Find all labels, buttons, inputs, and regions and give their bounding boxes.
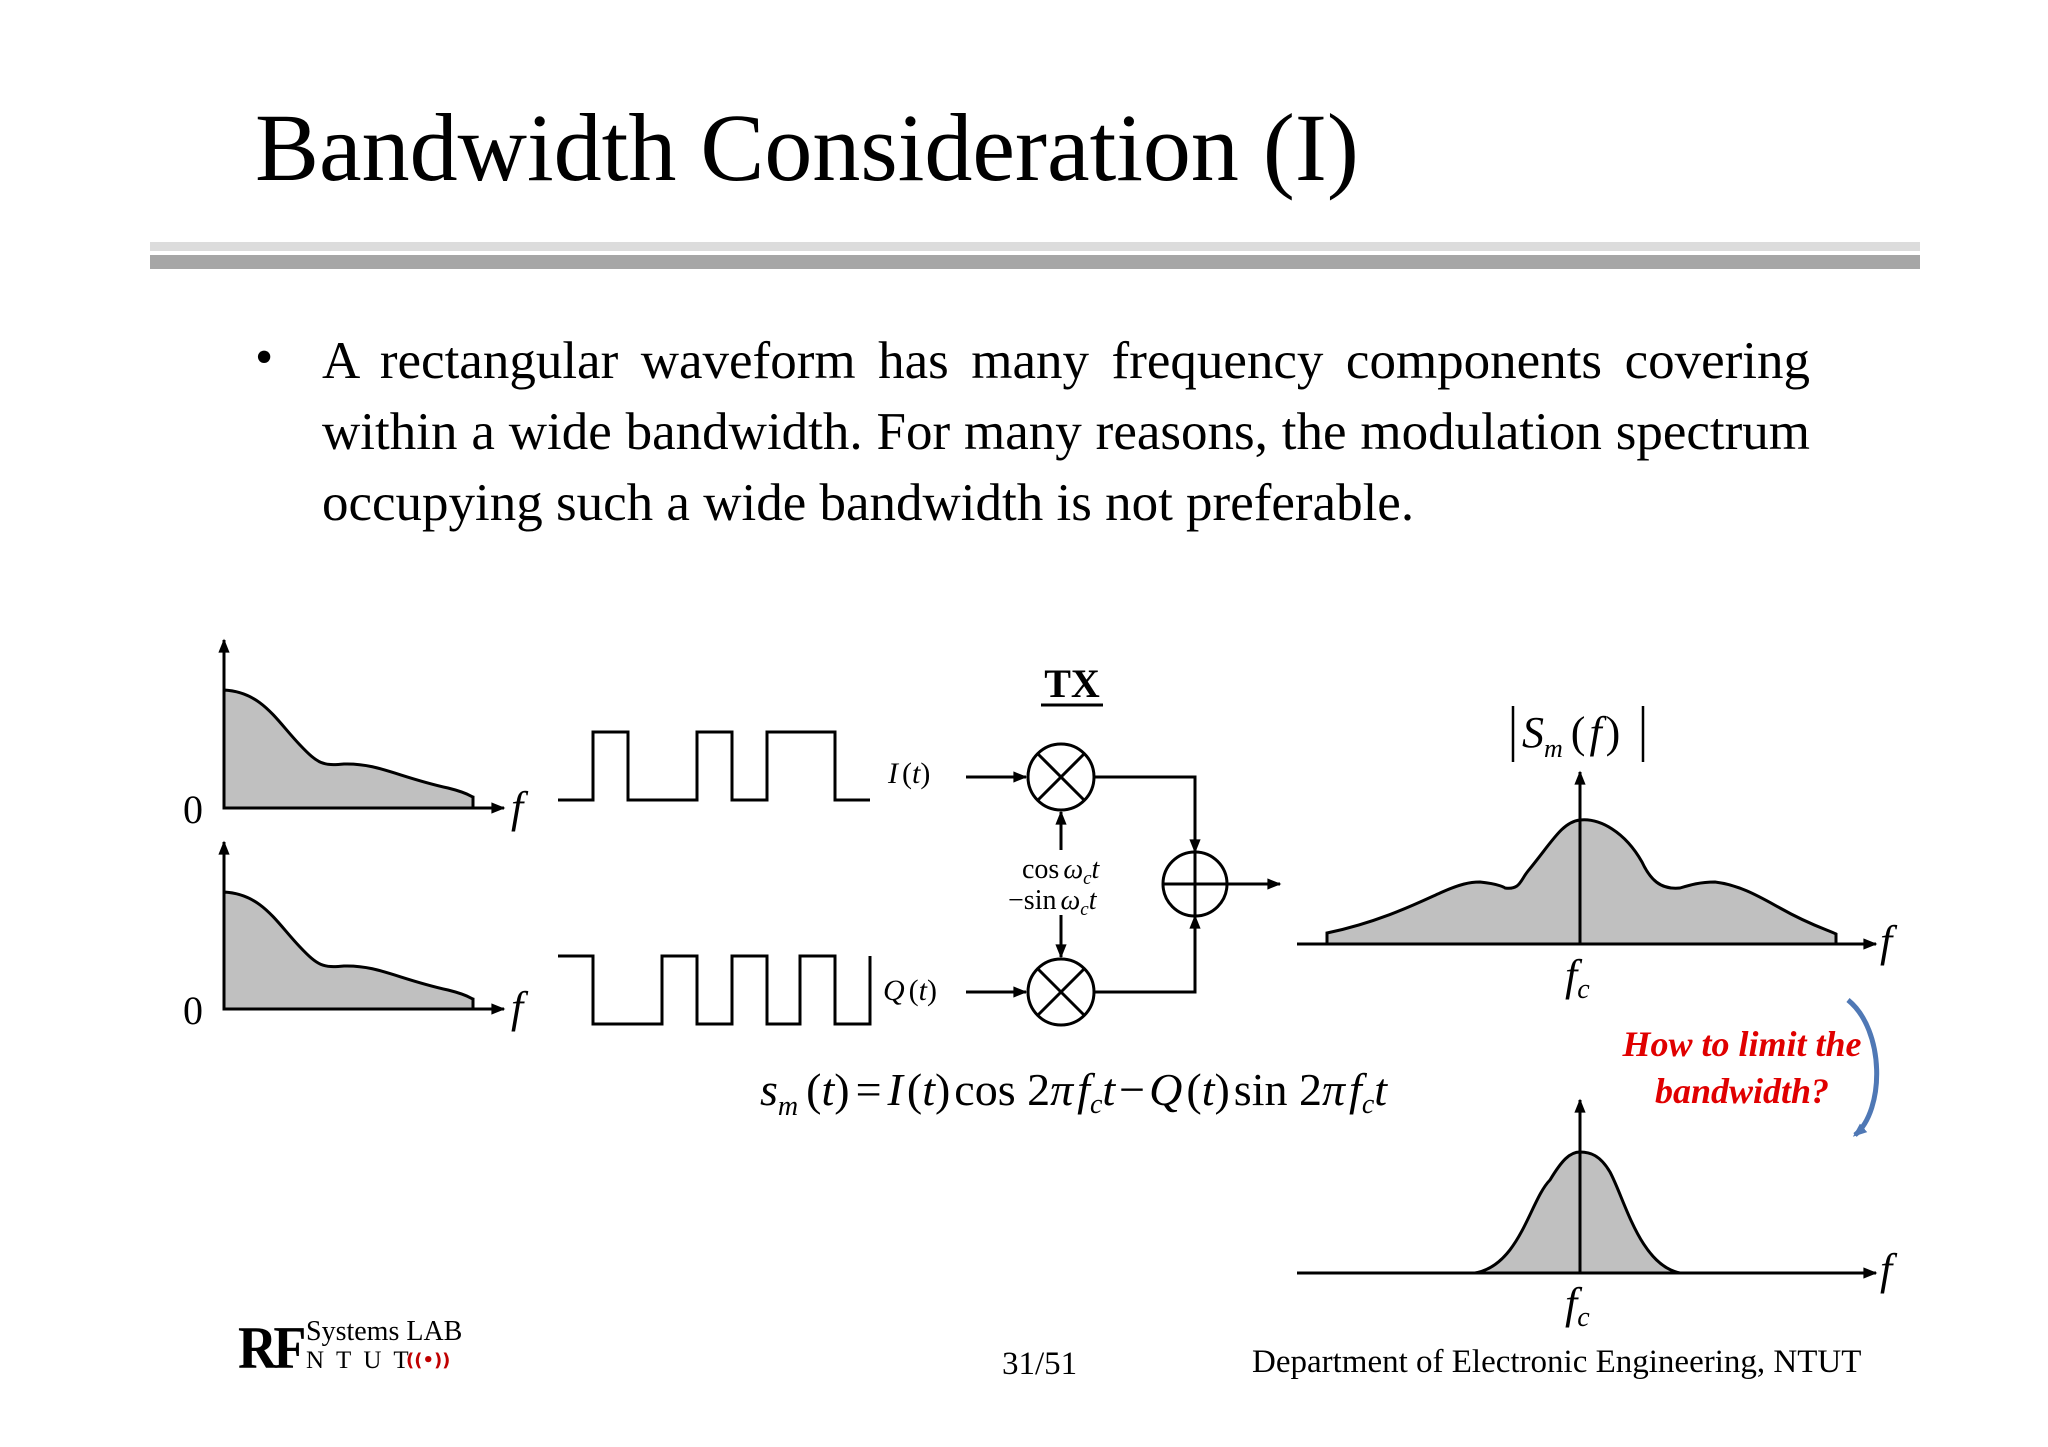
- logo-wave-icon: ((•)): [406, 1350, 451, 1371]
- f-axis-label-top: f: [511, 783, 529, 832]
- q-signal-label: Q(t): [883, 974, 937, 1007]
- question-line-2: bandwidth?: [1655, 1071, 1829, 1111]
- title-rule-light: [150, 242, 1920, 251]
- q-mixer-icon: [1026, 957, 1096, 1027]
- question-curved-arrow-icon: [1846, 998, 1880, 1137]
- baseband-spectrum-q-area: [222, 890, 475, 1011]
- f-axis-label-wide: f: [1880, 917, 1898, 966]
- summer-icon: [1161, 850, 1229, 918]
- spectrum-magnitude-label: Sm(f): [1511, 706, 1645, 763]
- bullet-marker: •: [255, 329, 274, 386]
- zero-label-top: 0: [183, 787, 203, 832]
- i-mixer-icon: [1026, 742, 1096, 812]
- page-number: 31/51: [1002, 1346, 1078, 1382]
- slide-title: Bandwidth Consideration (I): [255, 94, 1359, 201]
- fc-label-wide: fc: [1565, 951, 1590, 1005]
- logo-lab-text: Systems LAB: [306, 1316, 463, 1347]
- logo-ntut-text: NTUT: [306, 1347, 421, 1374]
- i-signal-label: I(t): [887, 757, 930, 790]
- i-mixer-output-line: [1094, 775, 1201, 854]
- tx-label: TX: [1044, 661, 1100, 706]
- f-axis-label-narrow: f: [1880, 1245, 1898, 1294]
- f-axis-label-bottom: f: [511, 983, 529, 1032]
- narrow-modulated-spectrum: f fc: [1297, 1098, 1898, 1333]
- wide-modulated-spectrum: f fc: [1297, 770, 1898, 1005]
- baseband-spectrum-i-area: [222, 688, 475, 810]
- title-rule-dark: [150, 255, 1920, 269]
- department-footer: Department of Electronic Engineering, NT…: [1252, 1344, 1862, 1380]
- q-rectangular-waveform: [558, 954, 872, 1026]
- baseband-spectrum-q: 0 f: [183, 840, 529, 1033]
- q-mixer-output-line: [1094, 914, 1201, 994]
- baseband-spectrum-i: 0 f: [183, 638, 529, 832]
- question-line-1: How to limit the: [1621, 1024, 1861, 1064]
- modulation-equation: sm(t)=I(t)cos 2πfct−Q(t)sin 2πfct: [760, 1064, 1388, 1122]
- narrow-spectrum-area: [1474, 1150, 1681, 1275]
- zero-label-bottom: 0: [183, 988, 203, 1033]
- i-rectangular-waveform: [558, 730, 870, 802]
- fc-label-narrow: fc: [1565, 1279, 1590, 1333]
- svg-text:Sm(f): Sm(f): [1522, 708, 1620, 763]
- logo-rf-text: RF: [238, 1315, 306, 1381]
- bullet-text: A rectangular waveform has many frequenc…: [322, 332, 1810, 532]
- rf-systems-lab-logo: RF Systems LAB NTUT ((•)): [238, 1318, 478, 1380]
